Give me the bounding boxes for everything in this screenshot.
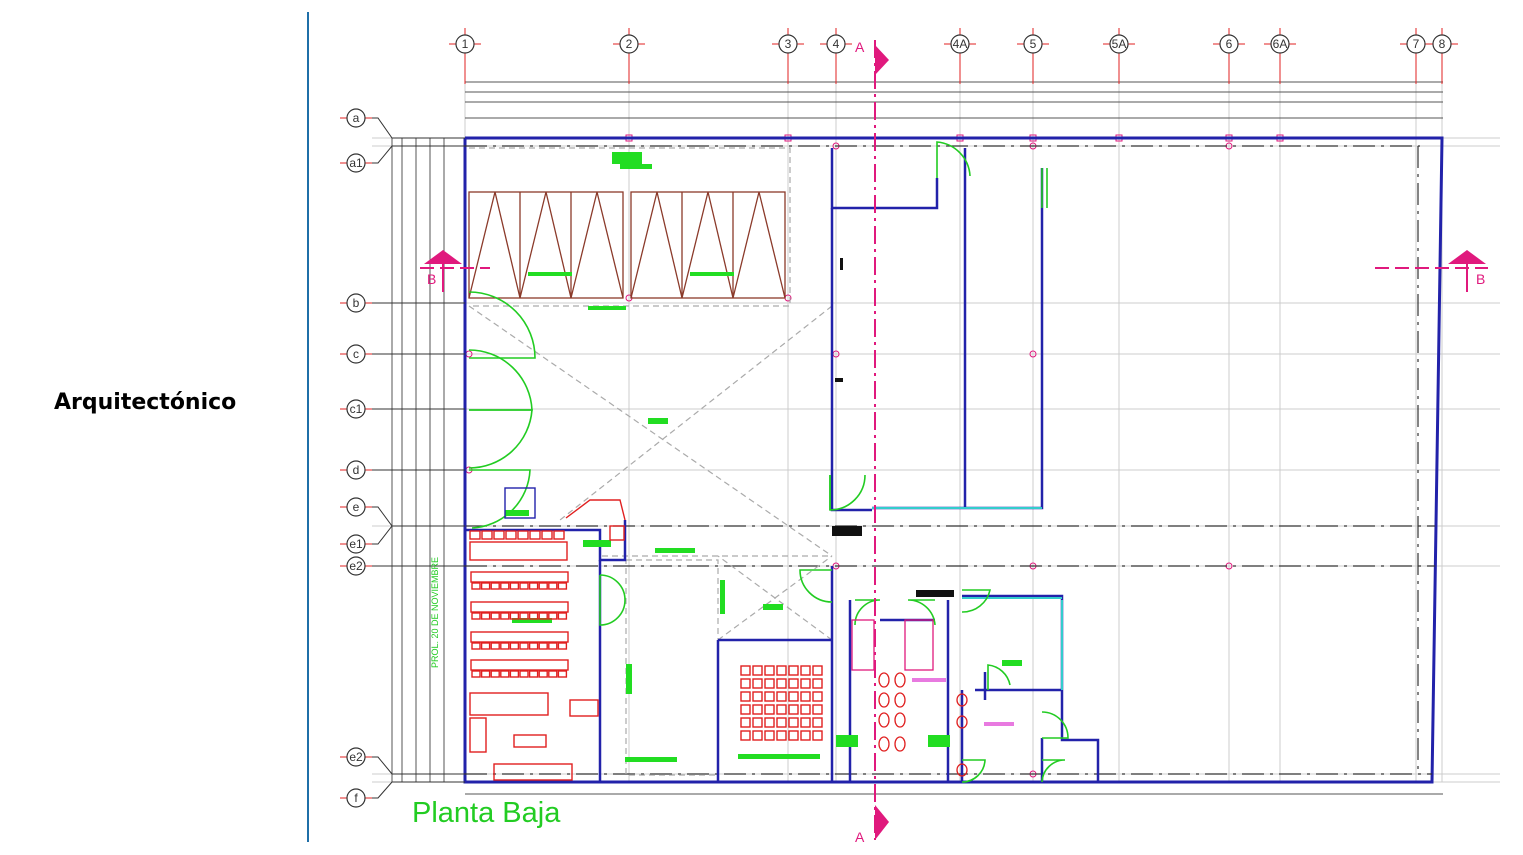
svg-text:f: f bbox=[354, 791, 358, 805]
svg-text:e2: e2 bbox=[349, 559, 363, 573]
row-axis-e1: e1 bbox=[340, 525, 465, 554]
column-axis-6: 6 bbox=[1213, 28, 1245, 84]
top-dimension-lines bbox=[465, 81, 1443, 795]
column-axis-7: 7 bbox=[1400, 28, 1432, 84]
open-void-markers bbox=[468, 147, 833, 776]
water-closets bbox=[878, 672, 968, 777]
column-axis-5: 5 bbox=[1017, 28, 1049, 84]
row-axis-c: c bbox=[340, 344, 465, 364]
interior-walls bbox=[463, 148, 1100, 782]
door-swings bbox=[468, 141, 1069, 783]
misc-dark-blocks bbox=[832, 258, 954, 597]
row-axis-d: d bbox=[340, 460, 465, 480]
svg-text:4: 4 bbox=[833, 37, 840, 51]
svg-text:8: 8 bbox=[1439, 37, 1446, 51]
room-label-blocks bbox=[505, 152, 1022, 762]
svg-text:1: 1 bbox=[462, 37, 469, 51]
section-cut-a bbox=[874, 40, 889, 840]
svg-text:b: b bbox=[353, 296, 360, 310]
glazing bbox=[872, 507, 1063, 690]
street-label: PROL. 20 DE NOVIEMBRE bbox=[430, 557, 440, 668]
column-axis-1: 1 bbox=[449, 28, 481, 84]
exterior-walls bbox=[463, 136, 1444, 784]
svg-text:a: a bbox=[353, 111, 360, 125]
section-b-label-right: B bbox=[1476, 271, 1485, 287]
svg-text:d: d bbox=[353, 463, 360, 477]
row-axis-a: a bbox=[340, 108, 465, 139]
row-axis-f: f bbox=[340, 781, 465, 808]
column-axis-2: 2 bbox=[613, 28, 645, 84]
structural-grid bbox=[372, 62, 1500, 783]
column-axis-3: 3 bbox=[772, 28, 804, 84]
svg-text:4A: 4A bbox=[953, 37, 968, 51]
axis-dash-lines bbox=[465, 145, 1435, 775]
svg-text:e: e bbox=[353, 500, 360, 514]
plan-title: Planta Baja bbox=[412, 797, 561, 829]
section-a-label-top: A bbox=[855, 39, 865, 55]
row-axis-b: b bbox=[340, 293, 465, 313]
svg-text:7: 7 bbox=[1413, 37, 1420, 51]
svg-text:c: c bbox=[353, 347, 359, 361]
slide-label: Arquitectónico bbox=[54, 390, 237, 415]
divider-line bbox=[307, 12, 309, 842]
row-axis-a1: a1 bbox=[340, 145, 465, 173]
svg-text:a1: a1 bbox=[349, 156, 363, 170]
svg-text:e1: e1 bbox=[349, 537, 363, 551]
column-axis-4A: 4A bbox=[944, 28, 976, 84]
column-axis-bubbles: 1 2 3 4 4A 5 5A 6 6A 7 8 bbox=[449, 28, 1458, 84]
svg-text:5A: 5A bbox=[1112, 37, 1127, 51]
svg-text:6: 6 bbox=[1226, 37, 1233, 51]
section-a-label-bottom: A bbox=[855, 829, 865, 845]
svg-text:6A: 6A bbox=[1273, 37, 1288, 51]
column-axis-8: 8 bbox=[1426, 28, 1458, 84]
row-axis-e2: e2 bbox=[340, 556, 465, 576]
svg-text:2: 2 bbox=[626, 37, 633, 51]
row-axis-e2: e2 bbox=[340, 747, 465, 775]
svg-text:3: 3 bbox=[785, 37, 792, 51]
svg-text:5: 5 bbox=[1030, 37, 1037, 51]
stairs-zigzag bbox=[468, 191, 786, 299]
column-axis-5A: 5A bbox=[1103, 28, 1135, 84]
sanitary-fixtures bbox=[851, 619, 1014, 726]
svg-text:c1: c1 bbox=[350, 402, 363, 416]
row-axis-bubbles: a a1 b c c1 d e e1 e2 e2 f bbox=[340, 108, 465, 808]
furniture bbox=[469, 487, 823, 781]
column-axis-6A: 6A bbox=[1264, 28, 1296, 84]
svg-text:e2: e2 bbox=[349, 750, 363, 764]
column-axis-4: 4 bbox=[820, 28, 852, 84]
section-b-label-left: B bbox=[427, 271, 436, 287]
row-axis-c1: c1 bbox=[340, 399, 465, 419]
left-dimension-lines bbox=[391, 138, 445, 782]
section-cut-b bbox=[420, 250, 1488, 292]
